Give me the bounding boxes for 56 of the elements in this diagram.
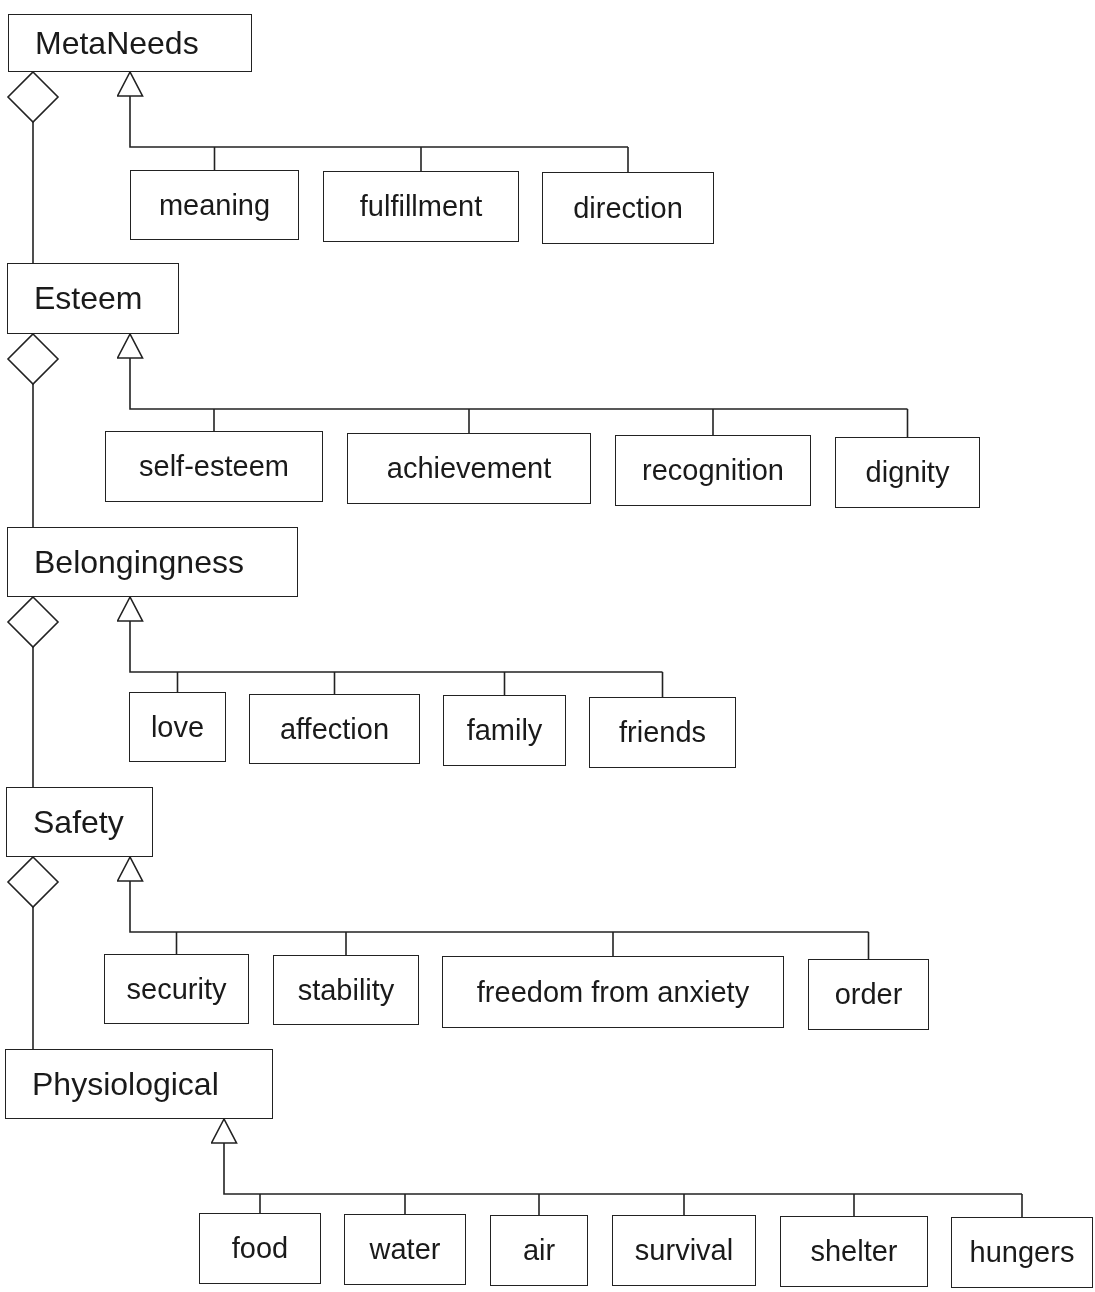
connector-line (661, 671, 664, 698)
connector-line (683, 1193, 685, 1216)
connector-line (867, 931, 870, 960)
connector-line (627, 146, 629, 173)
subclass-box: meaning (130, 170, 299, 240)
subclass-box: security (104, 954, 249, 1024)
connector-line (538, 1193, 540, 1216)
connector-line (176, 671, 179, 693)
subclass-box: food (199, 1213, 321, 1284)
subclass-box: survival (612, 1215, 756, 1286)
subclass-box: friends (589, 697, 736, 768)
generalization-arrow (116, 856, 870, 933)
aggregation-connector (7, 333, 59, 528)
connector-line (213, 408, 215, 432)
subclass-box: affection (249, 694, 420, 764)
subclass-box: achievement (347, 433, 591, 504)
class-box: Physiological (5, 1049, 273, 1119)
connector-line (468, 408, 470, 434)
subclass-box: stability (273, 955, 419, 1025)
aggregation-connector (7, 596, 59, 788)
generalization-arrow (116, 333, 909, 410)
connector-line (712, 408, 714, 436)
subclass-box: love (129, 692, 226, 762)
subclass-box: shelter (780, 1216, 928, 1287)
connector-line (1021, 1193, 1023, 1218)
subclass-box: dignity (835, 437, 980, 508)
connector-line (404, 1193, 406, 1215)
connector-line (345, 931, 347, 956)
subclass-box: recognition (615, 435, 811, 506)
subclass-box: fulfillment (323, 171, 519, 242)
generalization-arrow (116, 596, 664, 673)
subclass-box: family (443, 695, 566, 766)
aggregation-connector (7, 71, 59, 264)
aggregation-connector (7, 856, 59, 1050)
connector-line (420, 146, 422, 172)
class-box: Safety (6, 787, 153, 857)
subclass-box: direction (542, 172, 714, 244)
subclass-box: air (490, 1215, 588, 1286)
connector-line (175, 931, 178, 955)
subclass-box: hungers (951, 1217, 1093, 1288)
subclass-box: water (344, 1214, 466, 1285)
class-box: Belongingness (7, 527, 298, 597)
connector-line (259, 1193, 261, 1214)
subclass-box: self-esteem (105, 431, 323, 502)
connector-line (333, 671, 336, 695)
connector-line (612, 931, 614, 957)
subclass-box: freedom from anxiety (442, 956, 784, 1028)
generalization-arrow (210, 1118, 1023, 1195)
connector-line (906, 408, 909, 438)
connector-line (213, 146, 216, 171)
generalization-arrow (116, 71, 629, 148)
subclass-box: order (808, 959, 929, 1030)
connector-line (853, 1193, 855, 1217)
connector-line (503, 671, 506, 696)
class-box: MetaNeeds (8, 14, 252, 72)
class-box: Esteem (7, 263, 179, 334)
